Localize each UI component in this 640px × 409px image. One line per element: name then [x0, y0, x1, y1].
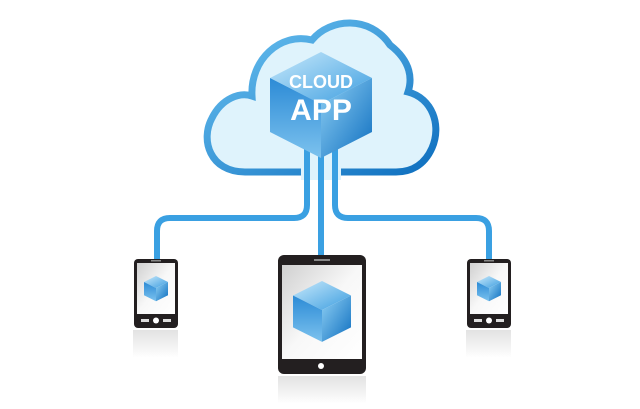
phone-device-right [466, 259, 511, 358]
cloud-label-line2: APP [290, 94, 352, 127]
cloud-app-cube-icon [270, 52, 372, 158]
connector-left [154, 140, 310, 262]
phone-device-left [133, 259, 178, 358]
connector-right [332, 140, 492, 262]
tablet-device [278, 255, 366, 404]
cloud-label-line1: CLOUD [289, 72, 353, 92]
